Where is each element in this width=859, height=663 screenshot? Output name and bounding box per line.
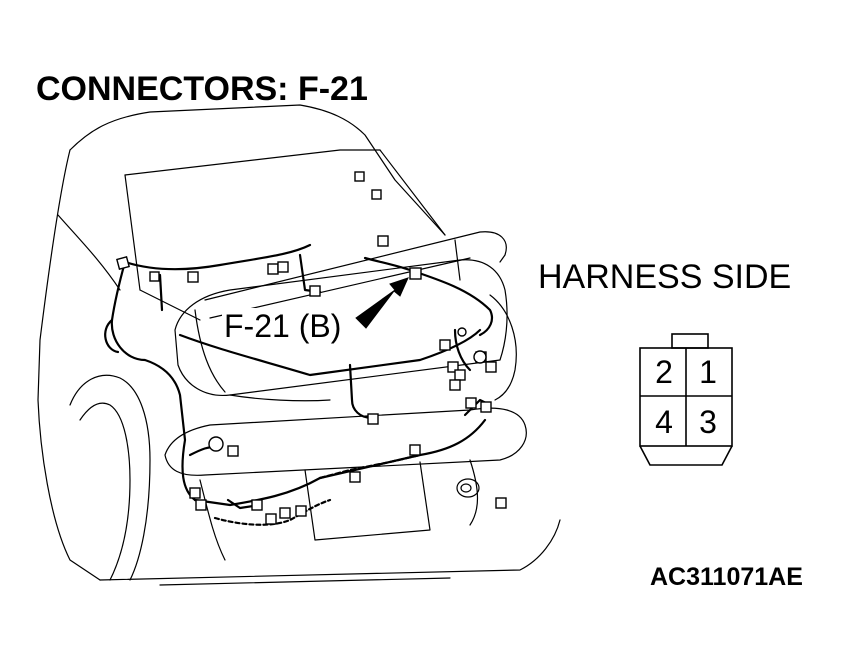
wiring-harness: [104, 243, 494, 526]
connector-face: [639, 333, 733, 466]
connector-callout-label: F-21 (B): [222, 308, 344, 345]
connector-pin-label: 3: [699, 404, 717, 440]
connector-pin-label: 1: [699, 354, 717, 390]
page-title: CONNECTORS: F-21: [36, 70, 368, 108]
harness-connectors: [116, 171, 507, 525]
car-body-outline: [37, 104, 561, 586]
harness-side-label: HARNESS SIDE: [538, 258, 792, 296]
connector-pin-label: 4: [655, 404, 673, 440]
callout-arrow: [355, 277, 409, 329]
figure-code: AC311071AE: [650, 563, 803, 591]
connector-pin-label: 2: [655, 354, 673, 390]
